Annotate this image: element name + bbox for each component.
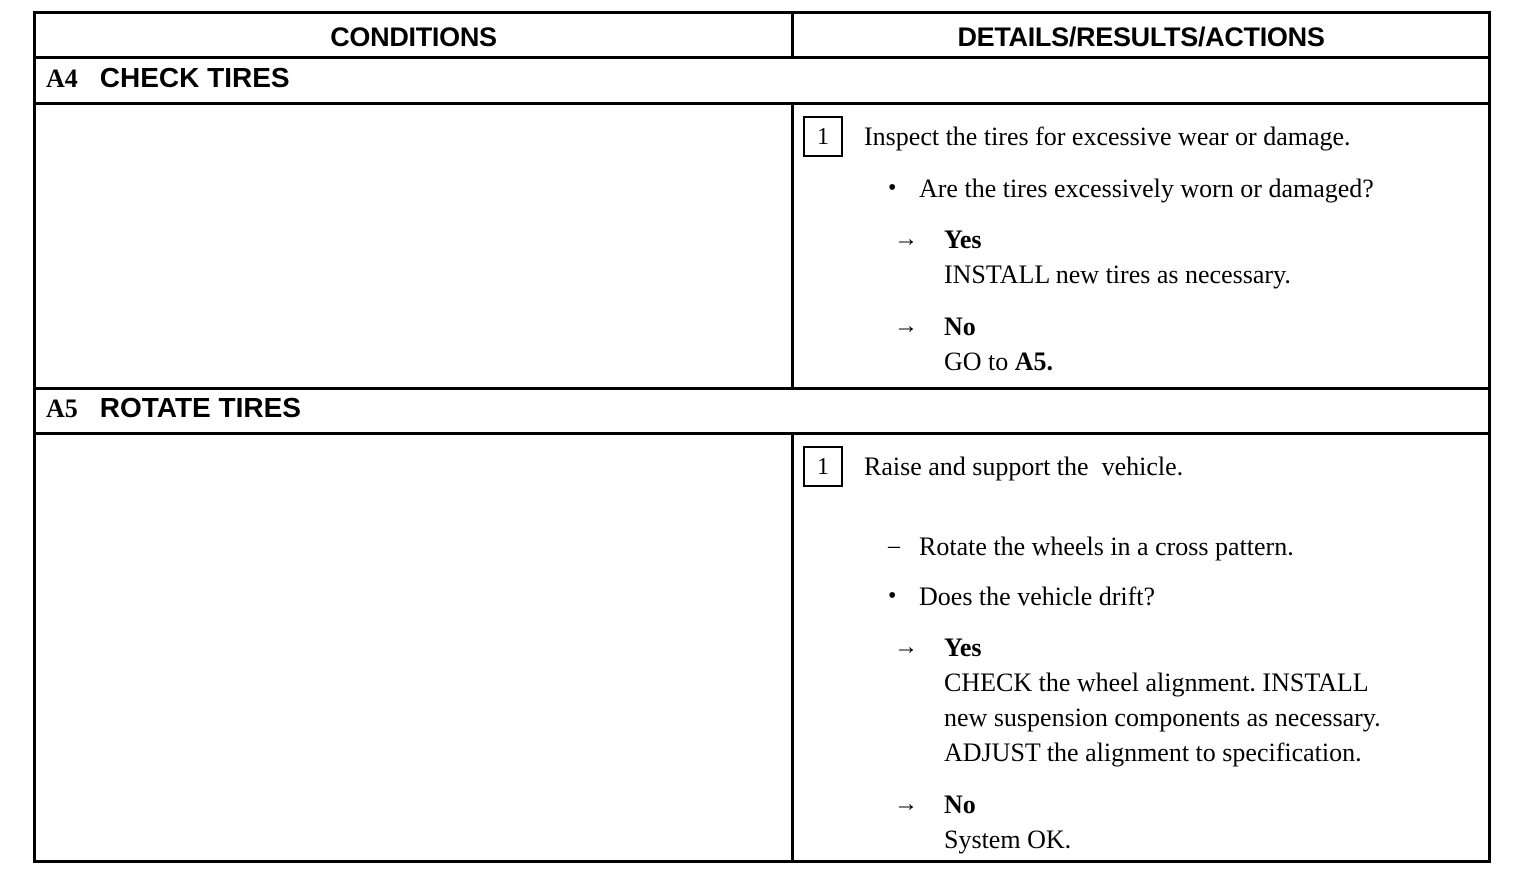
step-number-box: 1 [803,446,843,487]
section-a4-id: A4 [46,64,78,93]
arrow-right-icon: → [894,791,918,817]
arrow-right-icon: → [894,226,918,252]
a4-question: Are the tires excessively worn or damage… [919,174,1374,203]
a4-yes-action: INSTALL new tires as necessary. [944,260,1291,289]
section-a4-title: A4 CHECK TIRES [46,62,290,94]
a5-yes-action-line: CHECK the wheel alignment. INSTALL [944,668,1369,697]
section-a5-top-divider [36,387,1488,390]
column-divider-a4 [791,102,794,388]
section-a5-title-divider [36,432,1488,435]
a4-no-action-ref: A5. [1014,347,1054,376]
section-a5-title: A5 ROTATE TIRES [46,392,301,424]
dash-icon: – [888,533,900,559]
a4-no-action-prefix: GO to [944,347,1015,376]
bullet-icon: • [888,175,897,201]
section-a4-title-divider [36,102,1488,105]
a5-yes-label: Yes [944,633,982,662]
arrow-right-icon: → [894,313,918,339]
a4-step-text: Inspect the tires for excessive wear or … [864,122,1351,151]
section-a4-name: CHECK TIRES [99,62,290,93]
section-a5-id: A5 [46,394,78,423]
a5-sub-step: Rotate the wheels in a cross pattern. [919,532,1294,561]
header-divider [36,56,1488,59]
a4-no-label: No [944,312,976,341]
step-number-box: 1 [803,116,843,157]
a5-question: Does the vehicle drift? [919,582,1156,611]
a4-no-action: GO to A5. [944,344,1053,379]
column-divider-a5 [791,432,794,862]
column-header-details: DETAILS/RESULTS/ACTIONS [957,22,1325,52]
a5-yes-action-line: new suspension components as necessary. [944,703,1381,732]
column-divider-header [791,14,794,56]
arrow-right-icon: → [894,634,918,660]
a5-no-action: System OK. [944,825,1072,854]
a5-yes-action-line: ADJUST the alignment to specification. [944,738,1362,767]
bullet-icon: • [888,583,897,609]
section-a5-name: ROTATE TIRES [99,392,301,423]
a5-no-label: No [944,790,976,819]
a4-yes-label: Yes [944,225,982,254]
column-header-conditions: CONDITIONS [330,22,497,52]
a5-step-text: Raise and support the vehicle. [864,452,1184,481]
